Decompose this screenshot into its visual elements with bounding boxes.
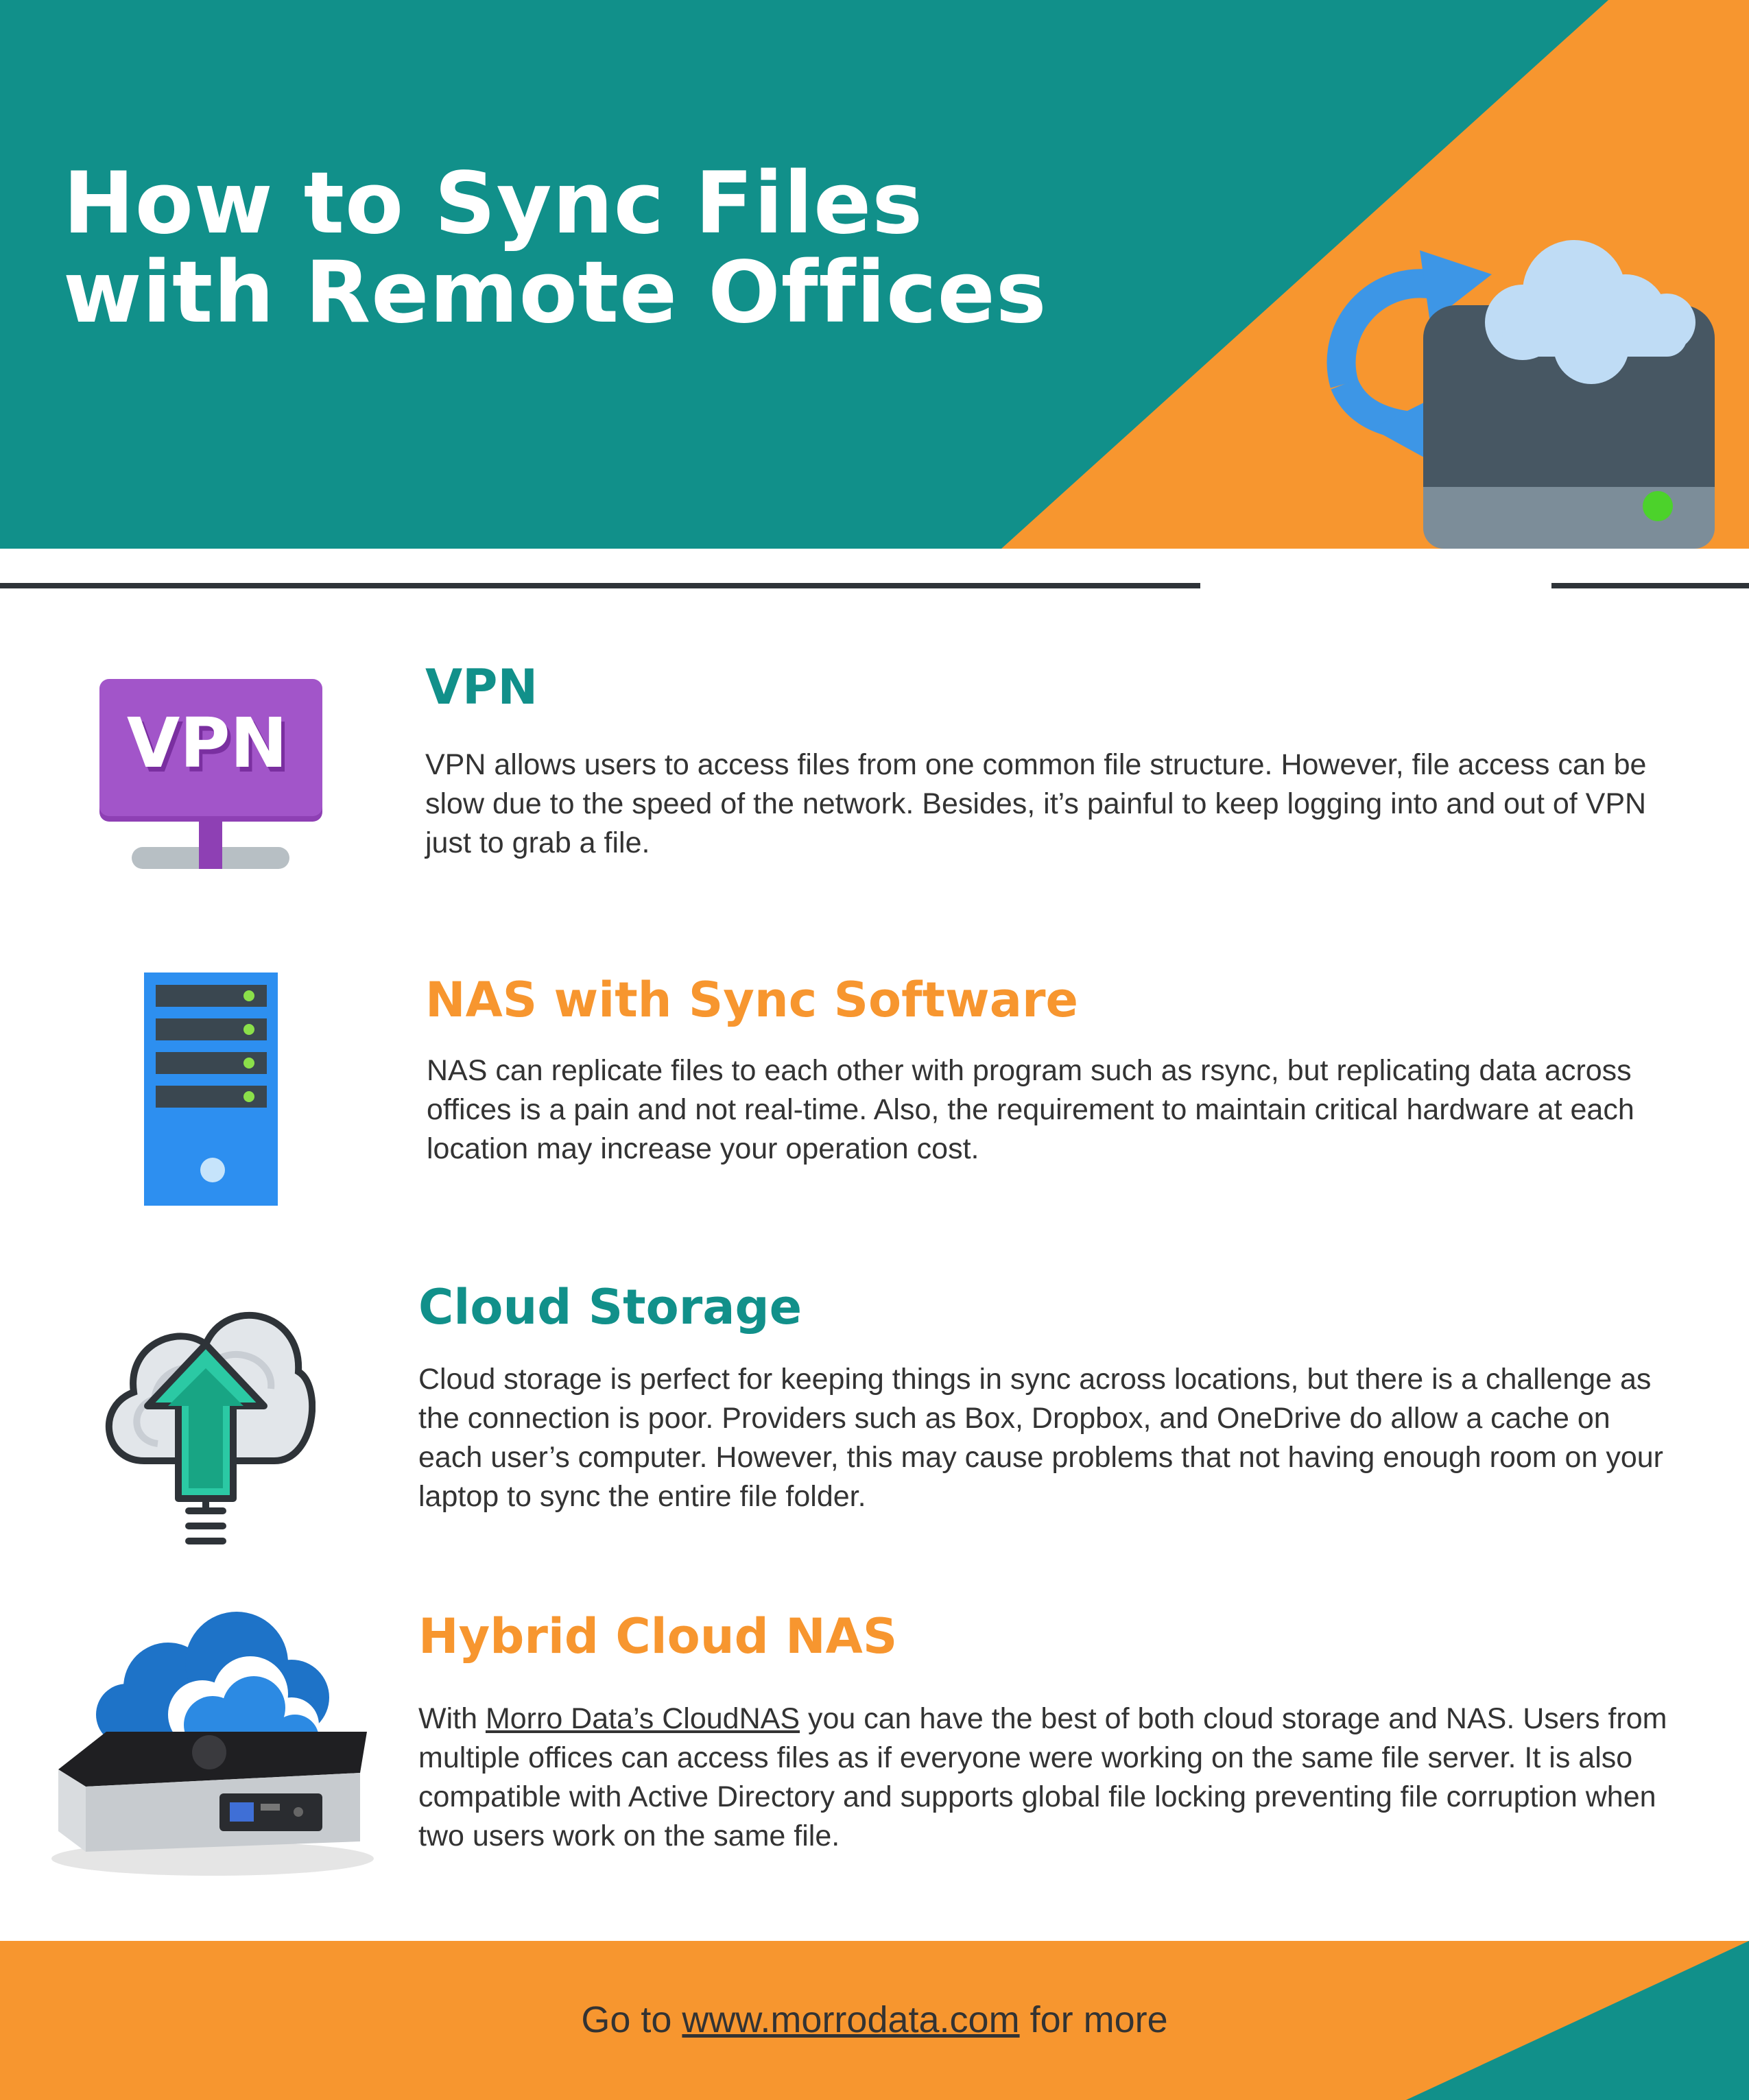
section-body-hybrid-prefix: With <box>418 1702 486 1735</box>
cloud-upload-icon <box>105 1311 316 1544</box>
cloudnas-link[interactable]: Morro Data’s CloudNAS <box>485 1702 800 1735</box>
footer-background <box>0 1941 1749 2100</box>
section-body-cloud-storage: Cloud storage is perfect for keeping thi… <box>418 1363 1663 1513</box>
footer-banner <box>0 1941 1749 2100</box>
vpn-monitor-icon: VPN VPN <box>99 679 322 869</box>
section-title-nas: NAS with Sync Software <box>425 972 1078 1028</box>
svg-text:VPN: VPN <box>130 708 291 788</box>
page-title-line-2: with Remote Offices <box>63 243 1047 342</box>
page-title: How to Sync Files with Remote Offices <box>63 159 1229 337</box>
section-body-nas: NAS can replicate files to each other wi… <box>427 1054 1634 1165</box>
svg-text:VPN: VPN <box>127 703 287 783</box>
section-body-hybrid-suffix: you can have the best of both cloud stor… <box>418 1702 1667 1852</box>
divider-left <box>0 583 1200 588</box>
cloudnas-device-icon <box>51 1612 374 1876</box>
section-title-hybrid-cloud-nas: Hybrid Cloud NAS <box>418 1608 898 1665</box>
footer-website-link[interactable]: www.morrodata.com <box>682 1999 1020 2040</box>
footer-suffix: for more <box>1019 1999 1168 2040</box>
page-title-line-1: How to Sync Files <box>63 154 924 253</box>
server-tower-icon <box>144 973 278 1206</box>
section-title-vpn: VPN <box>425 659 538 715</box>
section-body-vpn: VPN allows users to access files from on… <box>425 748 1647 859</box>
section-title-cloud-storage: Cloud Storage <box>418 1279 802 1335</box>
header-banner: How to Sync Files with Remote Offices <box>0 0 1749 549</box>
divider-right <box>1551 583 1749 588</box>
footer-prefix: Go to <box>581 1999 682 2040</box>
footer-text: Go to www.morrodata.com for more <box>0 1996 1749 2044</box>
cloud-nas-sync-icon <box>1326 240 1715 549</box>
section-body-hybrid-cloud-nas: With Morro Data’s CloudNAS you can have … <box>418 1699 1680 1856</box>
